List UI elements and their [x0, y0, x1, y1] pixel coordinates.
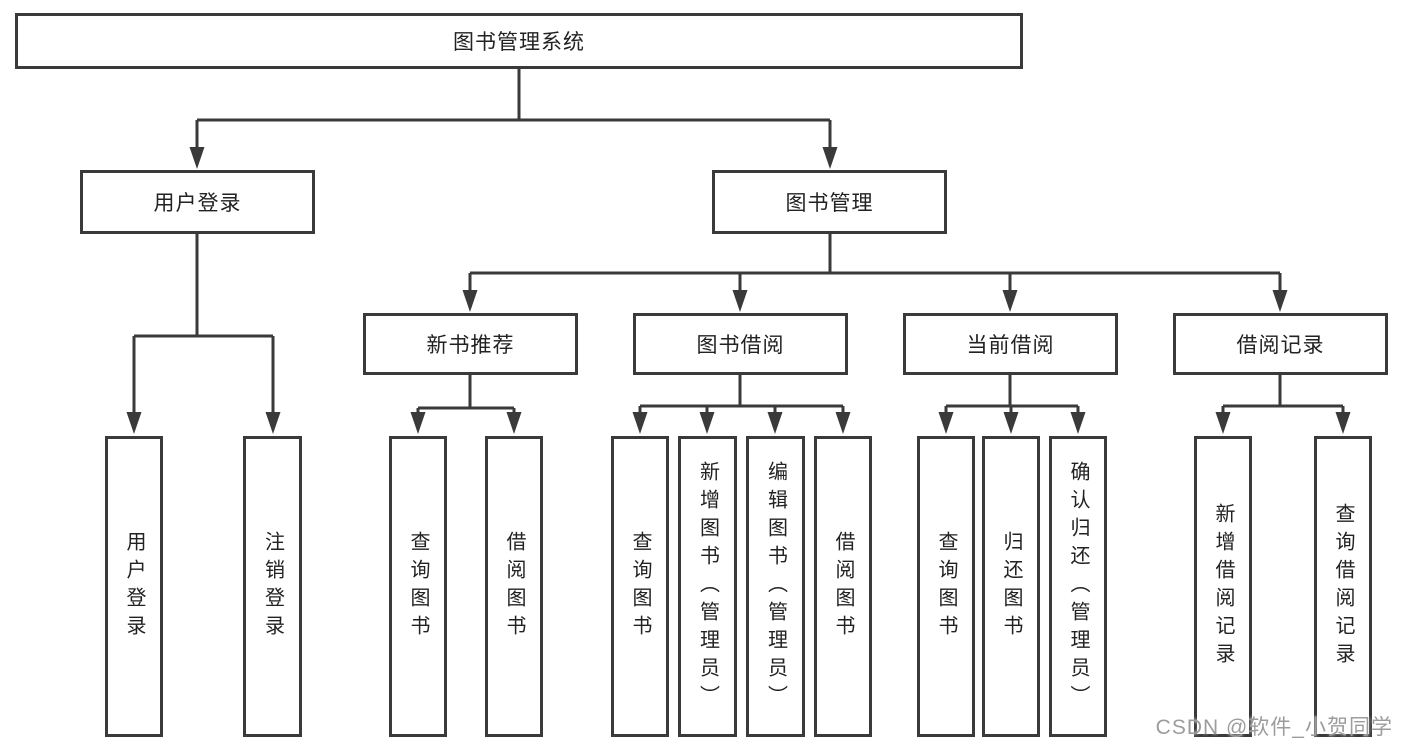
arrowheads	[126, 147, 1351, 434]
leaf-query-books-recommend: 查询图书	[389, 436, 447, 737]
leaf-user-login: 用户登录	[105, 436, 163, 737]
node-book-management: 图书管理	[712, 170, 947, 234]
leaf-borrow-books-recommend: 借阅图书	[485, 436, 543, 737]
node-root: 图书管理系统	[15, 13, 1023, 69]
leaf-logout-login: 注销登录	[243, 436, 302, 737]
leaf-add-book-admin: 新增图书（管理员）	[678, 436, 737, 737]
leaf-query-books-borrow: 查询图书	[611, 436, 669, 737]
leaf-borrow-books: 借阅图书	[814, 436, 872, 737]
node-user-login: 用户登录	[80, 170, 315, 234]
leaf-edit-book-admin: 编辑图书（管理员）	[746, 436, 805, 737]
node-borrow-record: 借阅记录	[1173, 313, 1388, 375]
leaf-confirm-return-admin: 确认归还（管理员）	[1049, 436, 1107, 737]
node-current-borrow: 当前借阅	[903, 313, 1118, 375]
leaf-return-book: 归还图书	[982, 436, 1040, 737]
node-book-borrow: 图书借阅	[633, 313, 848, 375]
leaf-query-borrow-record: 查询借阅记录	[1314, 436, 1372, 737]
connector-stems	[132, 69, 1345, 416]
leaf-add-borrow-record: 新增借阅记录	[1194, 436, 1252, 737]
node-new-book-recommend: 新书推荐	[363, 313, 578, 375]
leaf-query-books-current: 查询图书	[917, 436, 975, 737]
csdn-watermark: CSDN @软件_小贺同学	[1155, 716, 1393, 739]
